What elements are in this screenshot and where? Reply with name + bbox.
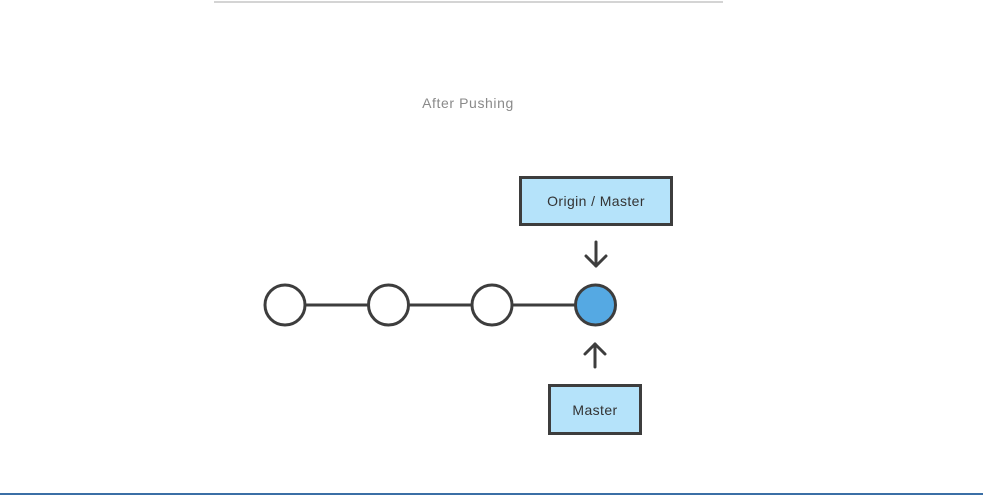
commit-node-1 (263, 283, 307, 327)
master-label: Master (548, 384, 642, 435)
commit-node-head (574, 283, 617, 327)
diagram-caption: After Pushing (422, 95, 514, 111)
commit-node-2 (367, 283, 410, 327)
down-arrow-icon (584, 240, 608, 268)
origin-master-label: Origin / Master (519, 176, 673, 226)
top-divider (214, 1, 723, 3)
commit-node-3 (470, 283, 514, 327)
up-arrow-icon (583, 342, 607, 369)
commit-nodes (263, 283, 617, 327)
bottom-divider (0, 493, 983, 495)
